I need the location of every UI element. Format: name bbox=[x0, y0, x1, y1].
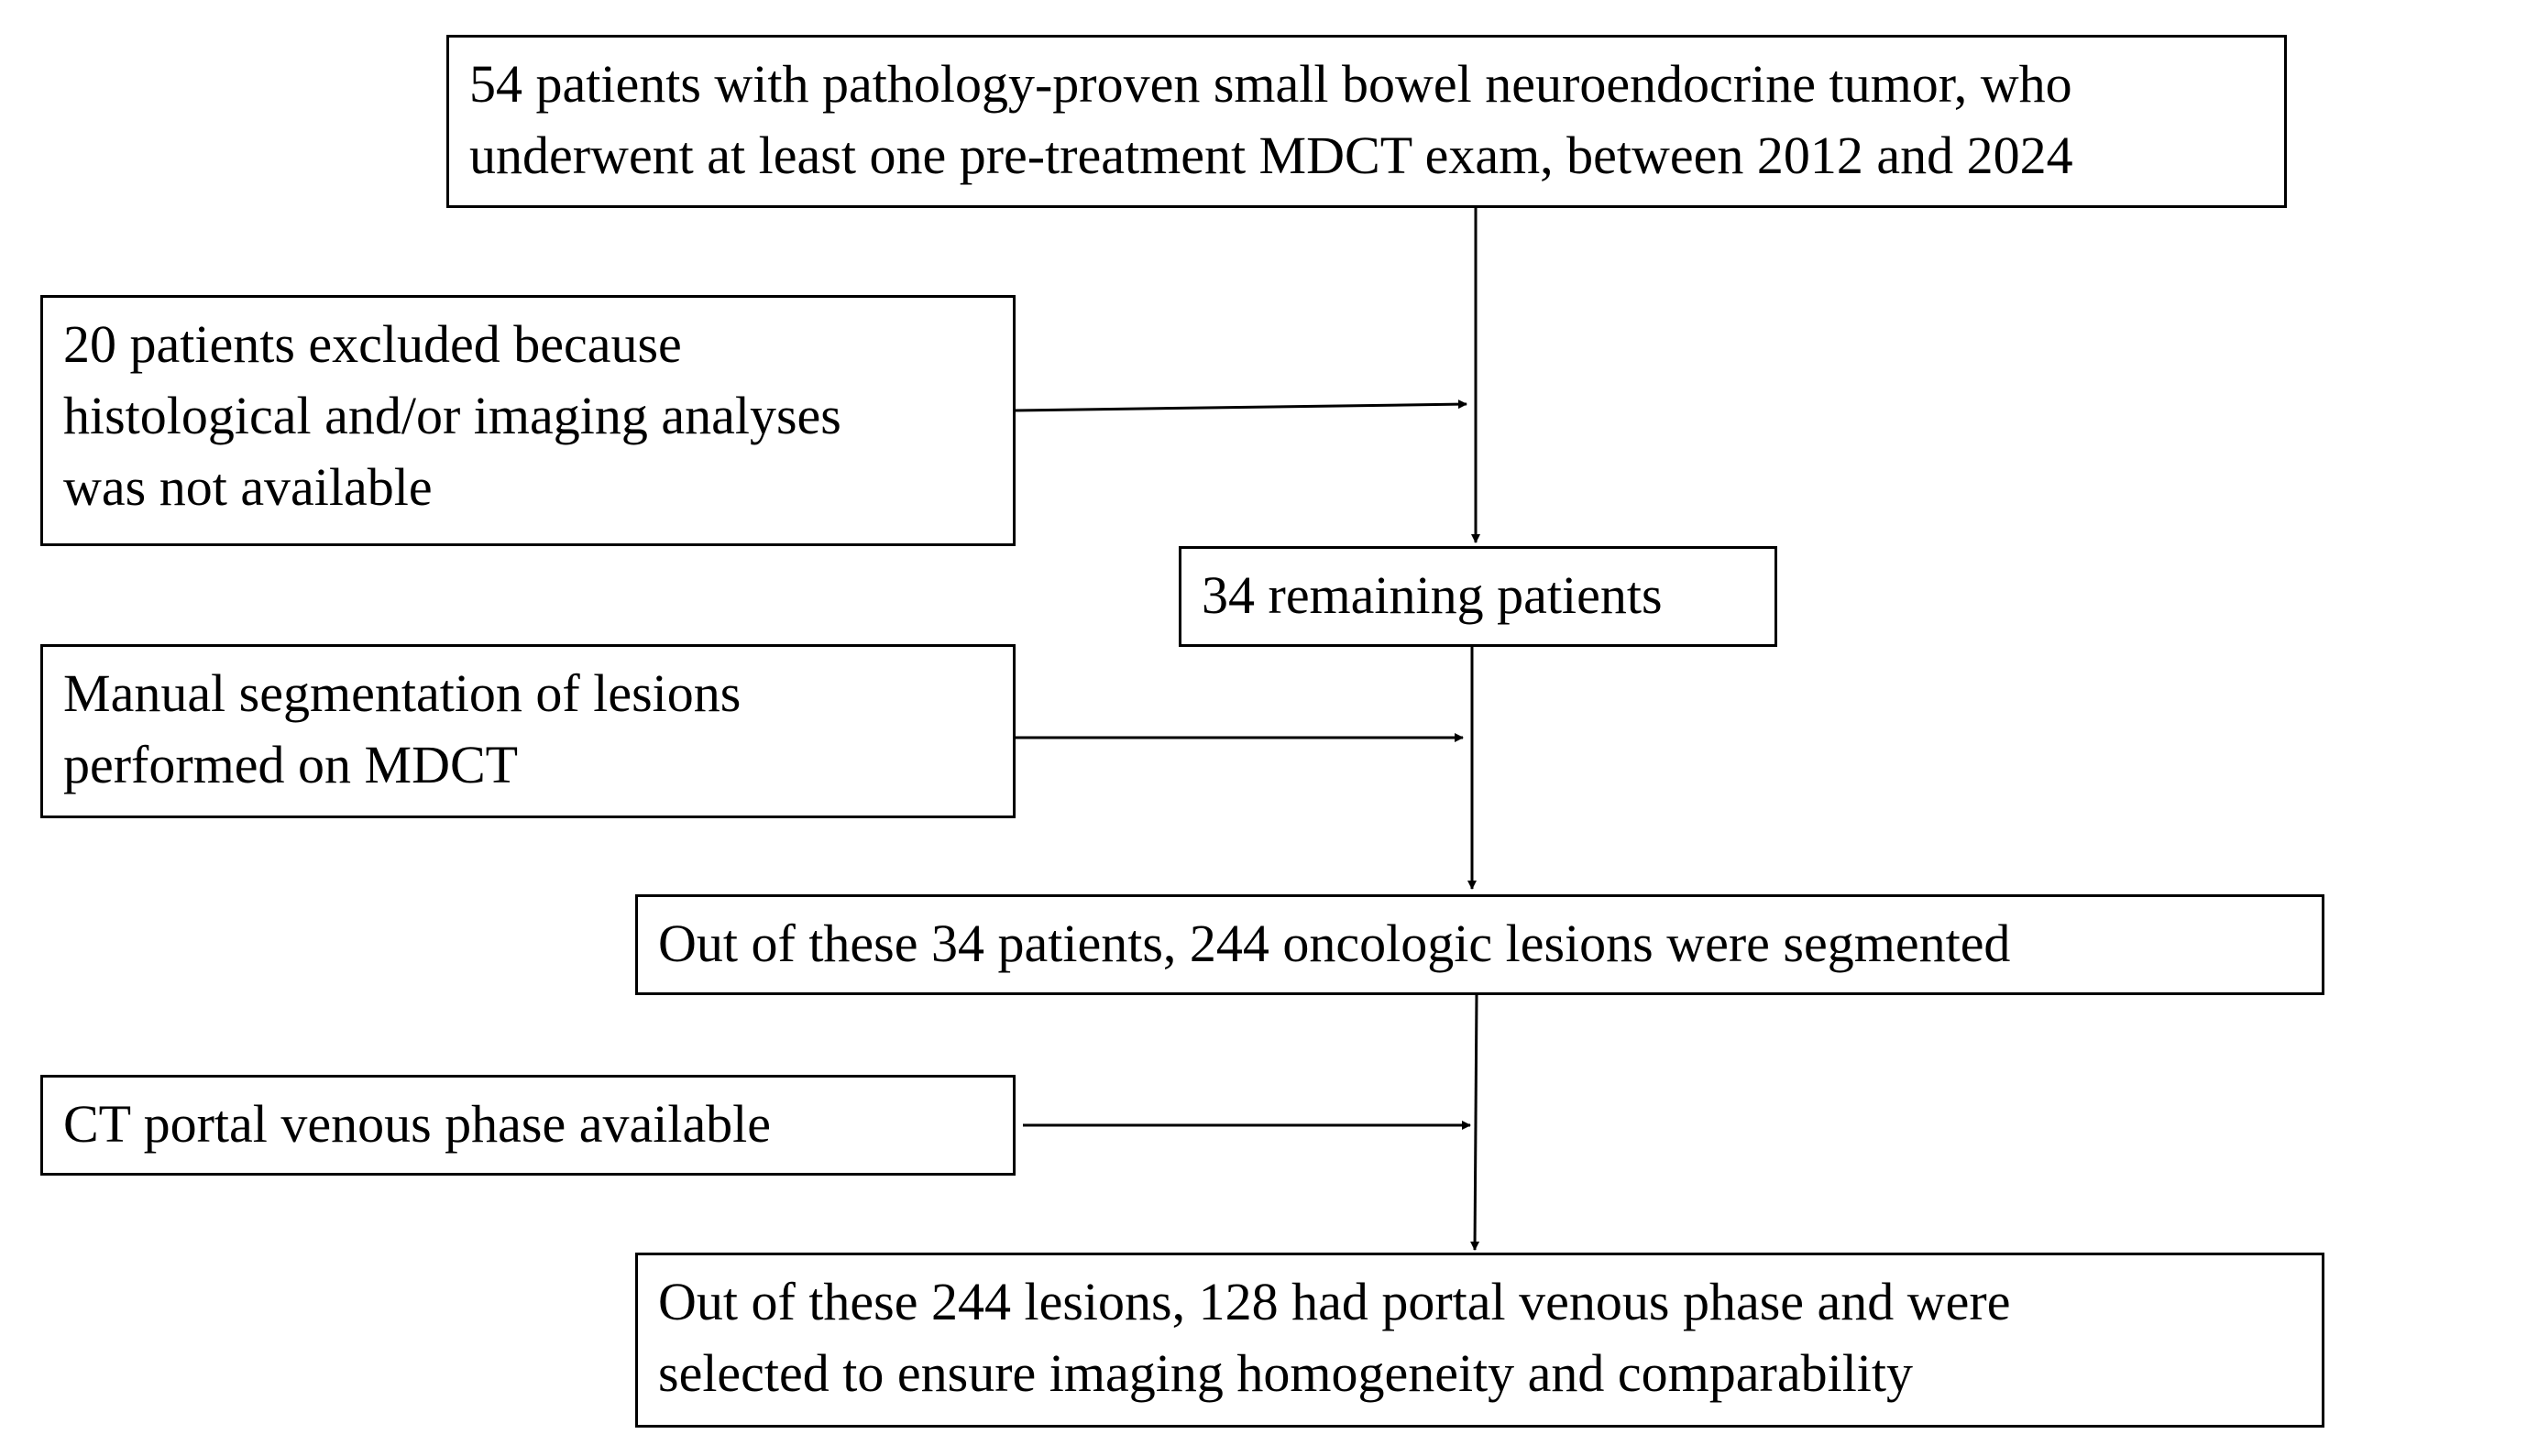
box-final-selection: Out of these 244 lesions, 128 had portal… bbox=[635, 1253, 2324, 1428]
arrow-segmented-to-final bbox=[1470, 992, 1480, 1251]
box-segmented-lesions: Out of these 34 patients, 244 oncologic … bbox=[635, 894, 2324, 995]
box-portal-venous-phase: CT portal venous phase available bbox=[40, 1075, 1016, 1176]
arrow-excluded-to-flow bbox=[1013, 400, 1467, 412]
box-remaining-patients: 34 remaining patients bbox=[1179, 546, 1777, 647]
box-manual-segmentation: Manual segmentation of lesions performed… bbox=[40, 644, 1016, 818]
box-initial-cohort: 54 patients with pathology-proven small … bbox=[446, 35, 2287, 208]
box-excluded-patients: 20 patients excluded because histologica… bbox=[40, 295, 1016, 546]
